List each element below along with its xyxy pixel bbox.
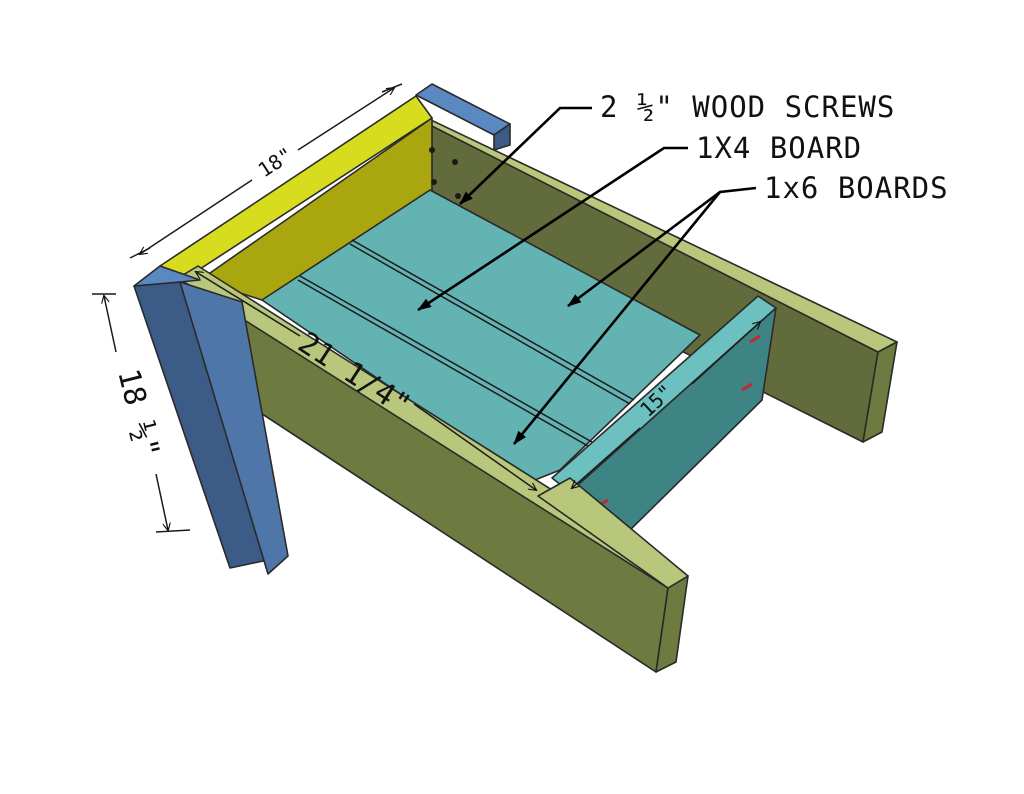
- slat-groove-1b: [351, 239, 635, 401]
- screw-hole: [455, 193, 461, 199]
- callout-leaders: [417, 106, 757, 445]
- pocket-hole: [749, 334, 761, 344]
- boards-1x6-leader-2: [512, 191, 722, 445]
- screws-leader: [459, 106, 592, 205]
- slat-groove-2b: [299, 275, 593, 443]
- slat-groove-1: [349, 243, 631, 405]
- callout-1x4-board: 1X4 BOARD: [696, 131, 862, 165]
- slat-groove-2: [297, 279, 589, 447]
- dim-cleat-line-2: [691, 322, 760, 385]
- dim-width-label: 18": [254, 142, 297, 182]
- screw-hole: [429, 147, 435, 153]
- callout-1x6-boards: 1x6 BOARDS: [764, 171, 949, 205]
- dim-rail-line-1: [196, 272, 301, 337]
- board-1x4-leader: [417, 146, 688, 312]
- pocket-hole: [741, 382, 753, 392]
- callouts: 2 ½" WOOD SCREWS 1X4 BOARD 1x6 BOARDS: [600, 90, 949, 205]
- back-leg: [415, 83, 511, 151]
- dim-height-line-1: [104, 296, 117, 353]
- dim-height-label: 18 ½": [110, 365, 166, 461]
- dim-width-ext-2: [381, 83, 403, 93]
- front-leg: [133, 265, 289, 575]
- screw-hole: [452, 159, 458, 165]
- near-rail-top-front: [537, 477, 689, 589]
- back-leg-face: [493, 123, 511, 151]
- dim-width-line-1: [140, 179, 253, 254]
- far-rail-end: [862, 341, 898, 443]
- dim-rail-line-2: [413, 403, 536, 490]
- front-leg-top: [133, 265, 201, 287]
- near-side-rail: [177, 265, 689, 673]
- screw-hole: [431, 179, 437, 185]
- callout-screws: 2 ½" WOOD SCREWS: [600, 90, 895, 124]
- front-leg-side: [179, 281, 289, 575]
- dim-cleat-line-1: [572, 427, 641, 488]
- dim-height-line-2: [155, 473, 168, 530]
- dim-width-line-2: [297, 88, 394, 151]
- dim-height-bottom-tick: [155, 529, 191, 533]
